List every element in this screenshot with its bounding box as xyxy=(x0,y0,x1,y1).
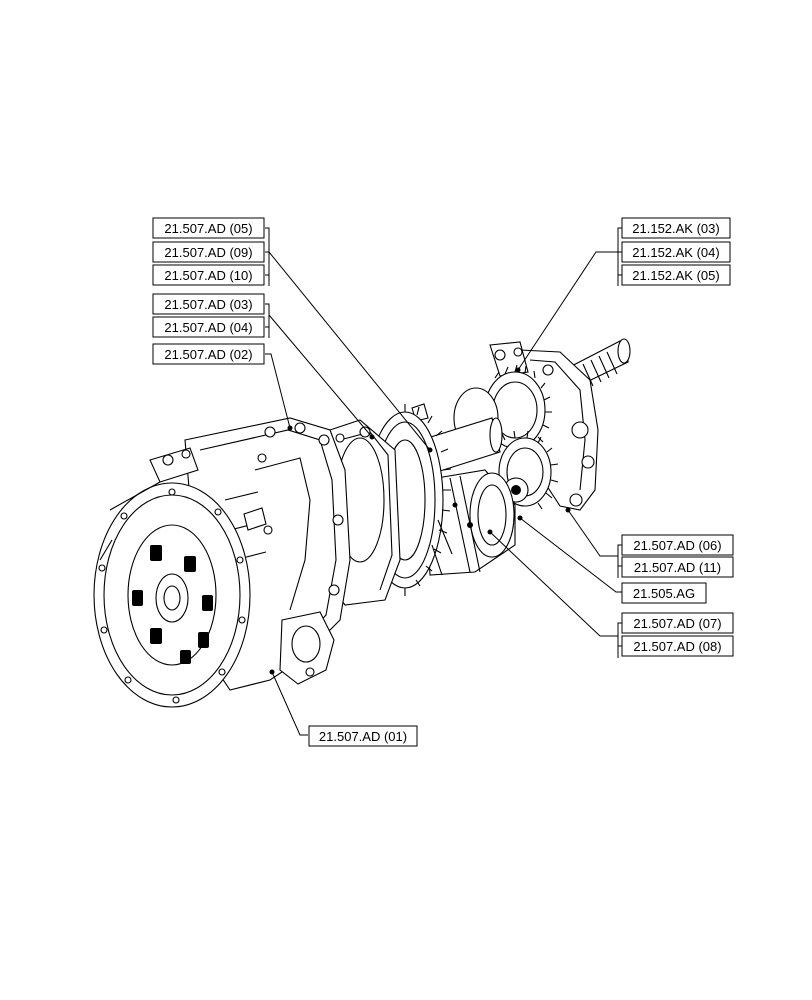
callout-group-left-mid: 21.507.AD (03) 21.507.AD (04) xyxy=(152,293,265,338)
callout-group-right-mid: 21.507.AD (06) 21.507.AD (11) xyxy=(621,534,734,578)
callout-text: 21.507.AD (09) xyxy=(164,245,252,260)
callout-label[interactable]: 21.507.AD (05) xyxy=(152,217,265,239)
callout-group-left-top: 21.507.AD (05) 21.507.AD (09) 21.507.AD … xyxy=(152,217,265,286)
callout-label[interactable]: 21.507.AD (06) xyxy=(621,534,734,556)
callout-text: 21.507.AD (02) xyxy=(164,347,252,362)
callout-text: 21.507.AD (04) xyxy=(164,320,252,335)
callout-label[interactable]: 21.507.AD (03) xyxy=(152,293,265,315)
callout-text: 21.507.AD (10) xyxy=(164,268,252,283)
clutch-drum xyxy=(424,469,516,576)
callout-label[interactable]: 21.507.AD (09) xyxy=(152,241,265,263)
callout-label[interactable]: 21.152.AK (05) xyxy=(621,264,731,286)
callout-text: 21.507.AD (05) xyxy=(164,221,252,236)
callout-text: 21.505.AG xyxy=(633,586,695,601)
callout-label[interactable]: 21.507.AD (07) xyxy=(621,612,734,634)
callout-text: 21.152.AK (03) xyxy=(632,221,719,236)
callout-label[interactable]: 21.507.AD (02) xyxy=(152,343,265,365)
callout-label[interactable]: 21.507.AD (10) xyxy=(152,264,265,286)
callout-label[interactable]: 21.505.AG xyxy=(621,582,707,604)
callout-single-bottom: 21.507.AD (01) xyxy=(308,725,418,747)
callout-text: 21.507.AD (07) xyxy=(633,616,721,631)
callout-group-right-low: 21.507.AD (07) 21.507.AD (08) xyxy=(621,612,734,657)
callout-label[interactable]: 21.507.AD (04) xyxy=(152,316,265,338)
callout-label[interactable]: 21.507.AD (01) xyxy=(308,725,418,747)
callout-label[interactable]: 21.152.AK (03) xyxy=(621,217,731,239)
callout-group-right-top: 21.152.AK (03) 21.152.AK (04) 21.152.AK … xyxy=(621,217,731,286)
callout-label[interactable]: 21.507.AD (11) xyxy=(621,556,734,578)
callout-label[interactable]: 21.507.AD (08) xyxy=(621,635,734,657)
callout-text: 21.507.AD (03) xyxy=(164,297,252,312)
callout-text: 21.507.AD (06) xyxy=(633,538,721,553)
transmission-assembly-drawing xyxy=(93,338,631,708)
callout-label[interactable]: 21.152.AK (04) xyxy=(621,241,731,263)
front-clutch-plate xyxy=(93,481,251,708)
callout-text: 21.507.AD (01) xyxy=(319,729,407,744)
callout-text: 21.507.AD (08) xyxy=(633,639,721,654)
callout-text: 21.152.AK (04) xyxy=(632,245,719,260)
callout-single-left: 21.507.AD (02) xyxy=(152,343,265,365)
callout-text: 21.507.AD (11) xyxy=(634,560,721,575)
callout-single-right: 21.505.AG xyxy=(621,582,707,604)
leader-lines xyxy=(265,227,622,736)
callout-text: 21.152.AK (05) xyxy=(632,268,719,283)
